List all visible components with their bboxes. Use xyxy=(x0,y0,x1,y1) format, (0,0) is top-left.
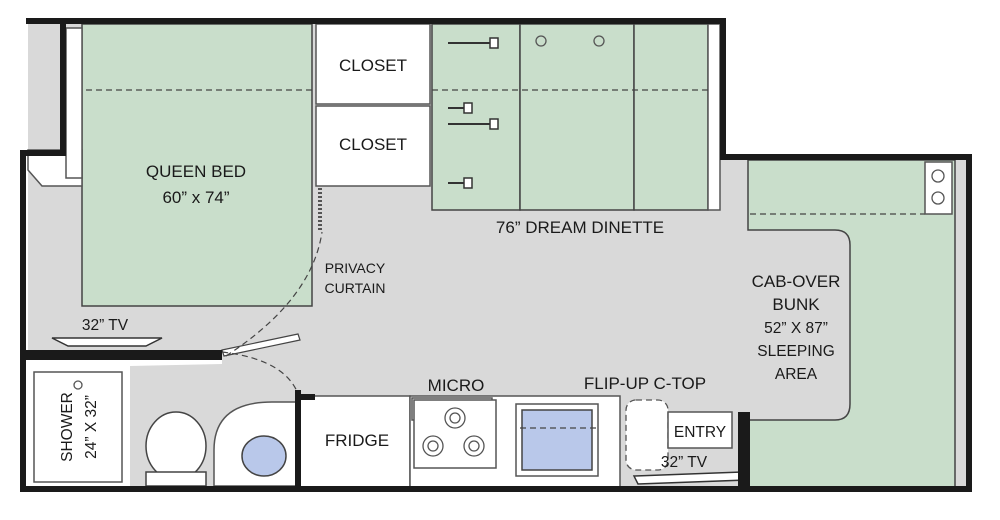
closet-top-label: CLOSET xyxy=(339,56,407,75)
bedroom-tv-label: 32” TV xyxy=(82,317,129,334)
queen-bed-label: QUEEN BED xyxy=(146,162,246,181)
stovetop xyxy=(413,399,497,469)
table-leg-icon xyxy=(535,35,547,47)
closet-bottom xyxy=(315,105,431,187)
cab-over-area: AREA xyxy=(775,366,818,383)
toilet-icon xyxy=(145,411,207,487)
fridge xyxy=(299,395,411,489)
door-swing-arc xyxy=(221,351,301,401)
dinette-label: 76” DREAM DINETTE xyxy=(496,218,664,237)
dinette-seat-left xyxy=(431,23,521,211)
table-leg-icon xyxy=(593,35,605,47)
bath-sink-icon xyxy=(241,435,287,477)
dinette-wall-panel xyxy=(707,23,721,211)
entry-step xyxy=(667,411,733,449)
cab-knob-icon xyxy=(931,191,945,205)
entry-label: ENTRY xyxy=(674,424,726,441)
closet-bottom-label: CLOSET xyxy=(339,135,407,154)
exterior-walls xyxy=(20,18,972,492)
privacy-curtain-label: PRIVACY xyxy=(325,260,386,276)
curtain-swing-arc xyxy=(225,231,323,357)
cab-over-label: CAB-OVER xyxy=(752,272,841,291)
queen-bed-size: 60” x 74” xyxy=(162,188,229,207)
closet-top xyxy=(315,23,431,105)
shower-label: SHOWER xyxy=(59,392,76,462)
cab-over-bunk-label: BUNK xyxy=(772,295,820,314)
cab-over-bunk xyxy=(747,159,956,489)
micro-label: MICRO xyxy=(428,376,485,395)
entry-tv-label: 32” TV xyxy=(661,454,708,471)
shower-drain-icon xyxy=(73,380,83,390)
shower-size: 24” X 32” xyxy=(83,395,100,459)
bed-nightstand xyxy=(65,27,83,179)
cab-over-sleeping: SLEEPING xyxy=(757,343,835,360)
flip-up-label: FLIP-UP C-TOP xyxy=(584,374,706,393)
burner-icon xyxy=(422,407,485,457)
bath-door xyxy=(221,333,301,357)
cab-over-size: 52” X 87” xyxy=(764,320,828,337)
dinette-seat-right xyxy=(633,23,709,211)
seatbelt-icon xyxy=(448,37,499,189)
bedroom-tv-icon xyxy=(51,337,163,347)
shower-stall xyxy=(33,371,123,483)
fridge-label: FRIDGE xyxy=(325,431,389,450)
galley-sink-basin xyxy=(521,409,593,471)
dinette-table xyxy=(519,23,635,211)
privacy-curtain-label-2: CURTAIN xyxy=(325,280,386,296)
cab-knob-icon xyxy=(931,169,945,183)
